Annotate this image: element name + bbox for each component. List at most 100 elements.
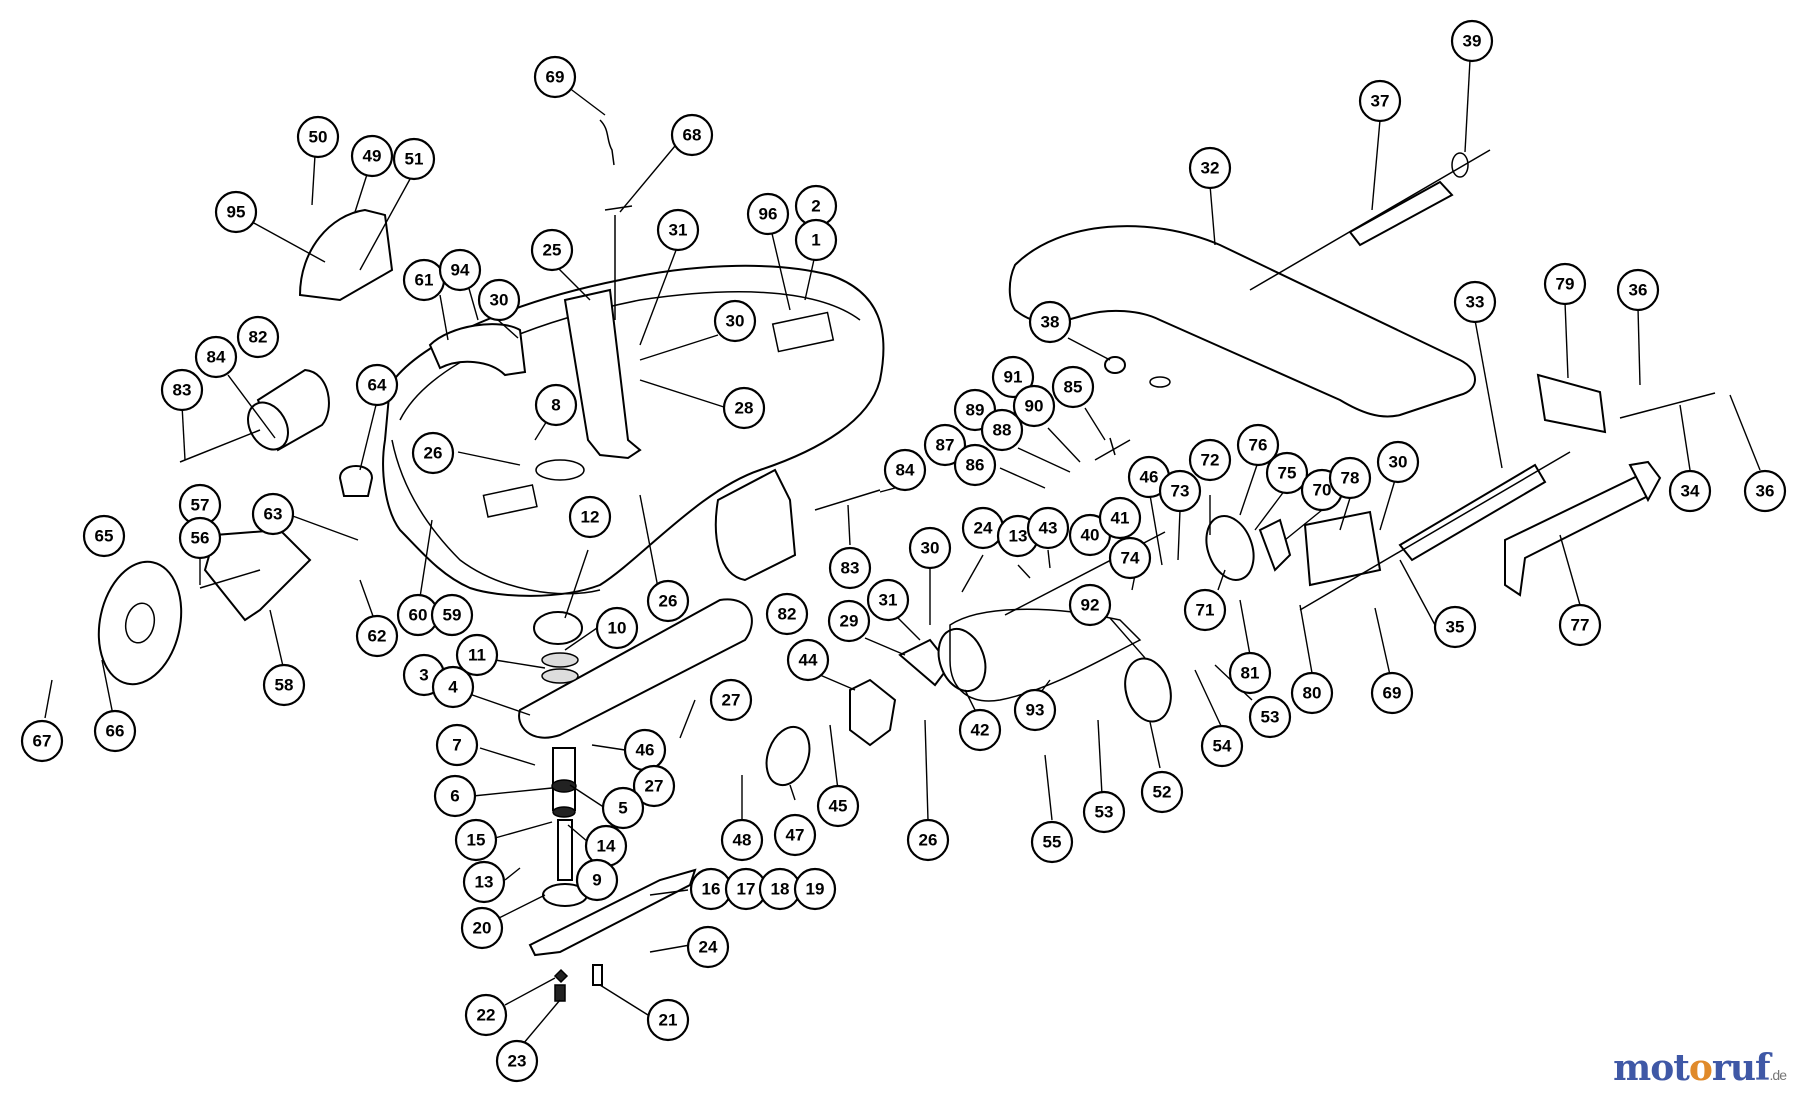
callout: 31 [656, 208, 700, 252]
callout-label: 21 [659, 1011, 678, 1030]
callout: 69 [1370, 671, 1414, 715]
callout: 74 [1108, 536, 1152, 580]
callout-label: 57 [191, 496, 210, 515]
callout-label: 86 [966, 456, 985, 475]
belt-cover [298, 208, 394, 302]
leader-6 [472, 787, 553, 797]
cross-shaft-axis [1299, 451, 1571, 611]
callout: 58 [262, 663, 306, 707]
callout-label: 59 [443, 606, 462, 625]
callout-label: 12 [581, 508, 600, 527]
callout: 79 [1543, 262, 1587, 306]
leader-88 [1017, 447, 1071, 473]
leader-94 [467, 284, 479, 321]
leader-1 [804, 254, 816, 301]
callout-label: 22 [477, 1006, 496, 1025]
callout-label: 27 [645, 777, 664, 796]
leader-96 [769, 224, 791, 311]
callout-label: 9 [592, 871, 601, 890]
callout-label: 90 [1025, 397, 1044, 416]
callout-label: 4 [448, 678, 458, 697]
leader-36-b [1729, 394, 1761, 471]
callout-label: 41 [1111, 509, 1130, 528]
mounting-bracket [1303, 510, 1382, 587]
callout-label: 13 [1009, 527, 1028, 546]
callout-label: 62 [368, 627, 387, 646]
callout: 30 [908, 526, 952, 570]
leader-22 [504, 977, 556, 1006]
callout: 30 [713, 299, 757, 343]
leader-71 [1217, 569, 1226, 591]
callout-label: 65 [95, 527, 114, 546]
callout-label: 42 [971, 721, 990, 740]
callout: 47 [773, 813, 817, 857]
callout-label: 5 [618, 799, 627, 818]
callout: 50 [296, 115, 340, 159]
leader-12 [564, 549, 589, 619]
callout-label: 15 [467, 831, 486, 850]
callout: 14 [584, 824, 628, 868]
callout-label: 72 [1201, 451, 1220, 470]
leader-64 [359, 404, 377, 471]
leader-92 [1109, 617, 1146, 659]
watermark-part: o [1688, 1047, 1713, 1089]
callout: 26 [411, 431, 455, 475]
mower-deck-rim [399, 291, 861, 421]
callout-label: 2 [811, 197, 820, 216]
callout-label: 14 [597, 837, 616, 856]
callout: 30 [477, 278, 521, 322]
callout-label: 70 [1313, 481, 1332, 500]
callout-label: 48 [733, 831, 752, 850]
callout-label: 69 [546, 68, 565, 87]
callout: 4 [431, 665, 475, 709]
mower-deck-skirt [391, 439, 601, 595]
bearing-upper [541, 652, 579, 668]
callout: 87 [923, 423, 967, 467]
leader-26-b [639, 494, 661, 599]
leader-90 [1047, 427, 1081, 463]
callout: 73 [1158, 469, 1202, 513]
callout: 12 [568, 495, 612, 539]
callout: 70 [1300, 468, 1344, 512]
mower-deck [382, 264, 885, 597]
leader-34 [1679, 404, 1691, 471]
leader-29 [864, 637, 906, 656]
washer [552, 806, 576, 818]
leader-24-a [649, 944, 691, 953]
leader-54 [1194, 669, 1223, 729]
deck-spindle-hole [535, 459, 585, 481]
callout: 80 [1290, 671, 1334, 715]
callout: 76 [1236, 423, 1280, 467]
callout: 36 [1743, 469, 1787, 513]
dowel-pin [592, 964, 603, 986]
leader-31-a [639, 244, 679, 346]
callout-label: 74 [1121, 549, 1140, 568]
callout-label: 31 [879, 591, 898, 610]
callout: 60 [396, 593, 440, 637]
callout-label: 80 [1303, 684, 1322, 703]
callout-label: 25 [543, 241, 562, 260]
callout-label: 44 [799, 651, 818, 670]
leader-46-a [591, 744, 626, 751]
leader-30-b [497, 319, 519, 339]
callout-label: 77 [1571, 616, 1590, 635]
leader-70 [1284, 509, 1323, 541]
callout-label: 30 [726, 312, 745, 331]
leader-47 [789, 784, 796, 801]
leader-79 [1564, 301, 1569, 379]
tension-pulley [1205, 515, 1255, 581]
leader-85 [1084, 407, 1106, 441]
callout-label: 87 [936, 436, 955, 455]
callout: 25 [530, 228, 574, 272]
callout-label: 50 [309, 128, 328, 147]
leader-77 [1559, 534, 1581, 606]
callout-label: 40 [1081, 526, 1100, 545]
leader-7 [479, 747, 536, 766]
leader-21 [599, 984, 649, 1016]
leader-80 [1299, 604, 1313, 674]
leader-30-d [1379, 479, 1396, 531]
leader-61 [439, 294, 449, 341]
callout: 45 [816, 784, 860, 828]
callout: 41 [1098, 496, 1142, 540]
callout: 13 [462, 860, 506, 904]
